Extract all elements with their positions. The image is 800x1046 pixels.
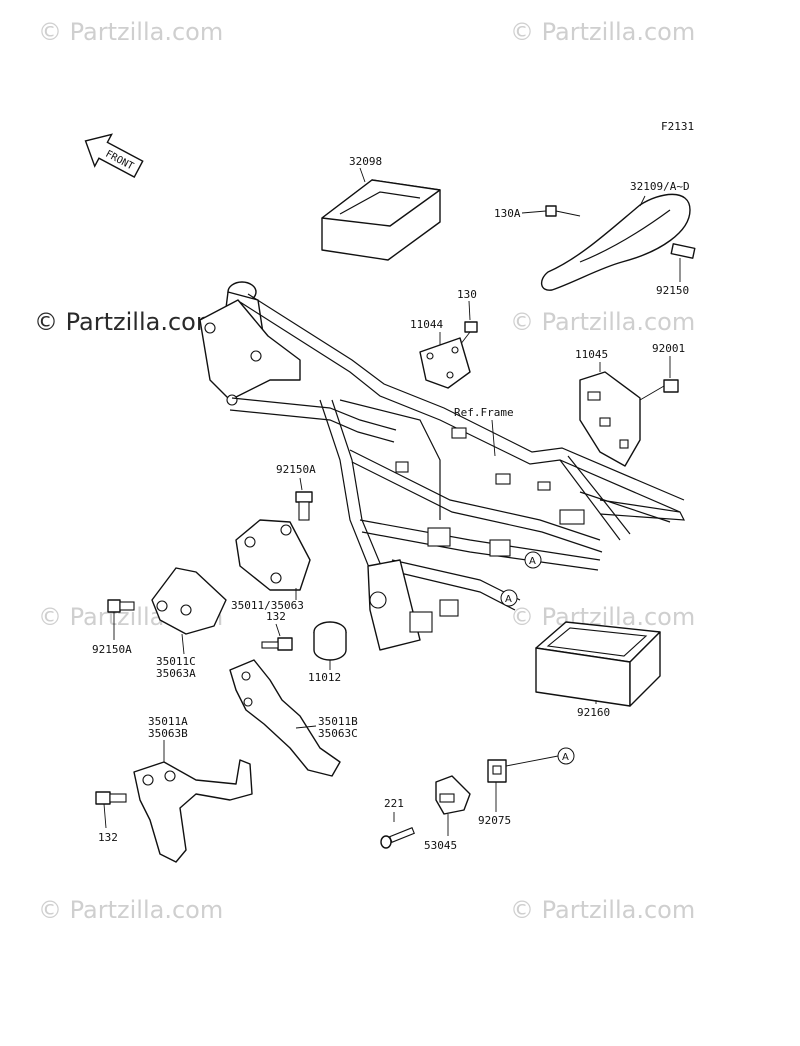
part-35011A-bracket bbox=[133, 740, 253, 863]
callout-53045: 53045 bbox=[424, 839, 457, 852]
callout-92150: 92150 bbox=[656, 284, 689, 297]
part-32109-guard bbox=[541, 193, 691, 291]
part-92001-bolt bbox=[639, 356, 679, 401]
callout-132-bottom: 132 bbox=[98, 831, 118, 844]
part-92150A-bolt bbox=[295, 477, 313, 521]
part-11045-bracket bbox=[579, 362, 641, 467]
part-92160-battery-case bbox=[535, 621, 661, 707]
part-32098-cover bbox=[321, 167, 441, 261]
callout-92001: 92001 bbox=[652, 342, 685, 355]
watermark: © Partzilla.com bbox=[510, 18, 695, 46]
callout-35063B: 35063B bbox=[148, 727, 188, 740]
part-130-bolt bbox=[459, 300, 478, 346]
callout-35063C: 35063C bbox=[318, 727, 358, 740]
callout-92150A-top: 92150A bbox=[276, 463, 316, 476]
callout-35011C: 35011C bbox=[156, 655, 196, 668]
reference-marker-a: A bbox=[500, 589, 518, 607]
marker-label: A bbox=[529, 556, 536, 567]
part-92075-damper bbox=[487, 755, 559, 812]
part-11012-cap bbox=[313, 621, 347, 670]
watermark: © Partzilla.com bbox=[510, 896, 695, 924]
watermark: © Partzilla.com bbox=[38, 896, 223, 924]
part-132-bottom-bolt bbox=[95, 791, 127, 829]
part-35011B-bracket bbox=[229, 659, 341, 777]
reference-marker-a: A bbox=[524, 551, 542, 569]
part-92150-collar bbox=[670, 243, 696, 282]
callout-132-mid: 132 bbox=[266, 610, 286, 623]
part-132-bolt bbox=[261, 623, 293, 651]
watermark-logo: © Partzilla.com bbox=[34, 308, 219, 336]
callout-35011A: 35011A bbox=[148, 715, 188, 728]
callout-92150A-left: 92150A bbox=[92, 643, 132, 656]
ref-frame-label: Ref.Frame bbox=[454, 406, 514, 419]
reference-marker-a: A bbox=[557, 747, 575, 765]
callout-32109: 32109/A~D bbox=[630, 180, 690, 193]
callout-130A: 130A bbox=[494, 207, 521, 220]
callout-35011-35063: 35011/35063 bbox=[231, 599, 304, 612]
marker-label: A bbox=[505, 594, 512, 605]
watermarks: © Partzilla.com © Partzilla.com © Partzi… bbox=[34, 18, 695, 924]
watermark: © Partzilla.com bbox=[38, 18, 223, 46]
front-arrow-icon: FRONT bbox=[84, 133, 144, 178]
callout-221: 221 bbox=[384, 797, 404, 810]
callout-35063A: 35063A bbox=[156, 667, 196, 680]
callout-11045: 11045 bbox=[575, 348, 608, 361]
part-35011C-bracket bbox=[151, 567, 227, 655]
marker-label: A bbox=[562, 752, 569, 763]
callout-32098: 32098 bbox=[349, 155, 382, 168]
callout-11012: 11012 bbox=[308, 671, 341, 684]
motorcycle-frame bbox=[199, 281, 686, 651]
part-130A-bolt bbox=[521, 205, 581, 217]
part-92150A-left-bolt bbox=[107, 599, 135, 640]
callout-92075: 92075 bbox=[478, 814, 511, 827]
ref-frame-leader bbox=[491, 419, 496, 457]
part-53045-bracket bbox=[435, 775, 471, 836]
part-221-screw bbox=[380, 812, 415, 849]
part-11044-bracket bbox=[419, 332, 471, 389]
callout-92160: 92160 bbox=[577, 706, 610, 719]
watermark: © Partzilla.com bbox=[510, 308, 695, 336]
part-35011-35063-bracket bbox=[235, 519, 311, 600]
callout-130: 130 bbox=[457, 288, 477, 301]
figure-code: F2131 bbox=[661, 120, 694, 133]
callout-35011B: 35011B bbox=[318, 715, 358, 728]
callout-11044: 11044 bbox=[410, 318, 443, 331]
